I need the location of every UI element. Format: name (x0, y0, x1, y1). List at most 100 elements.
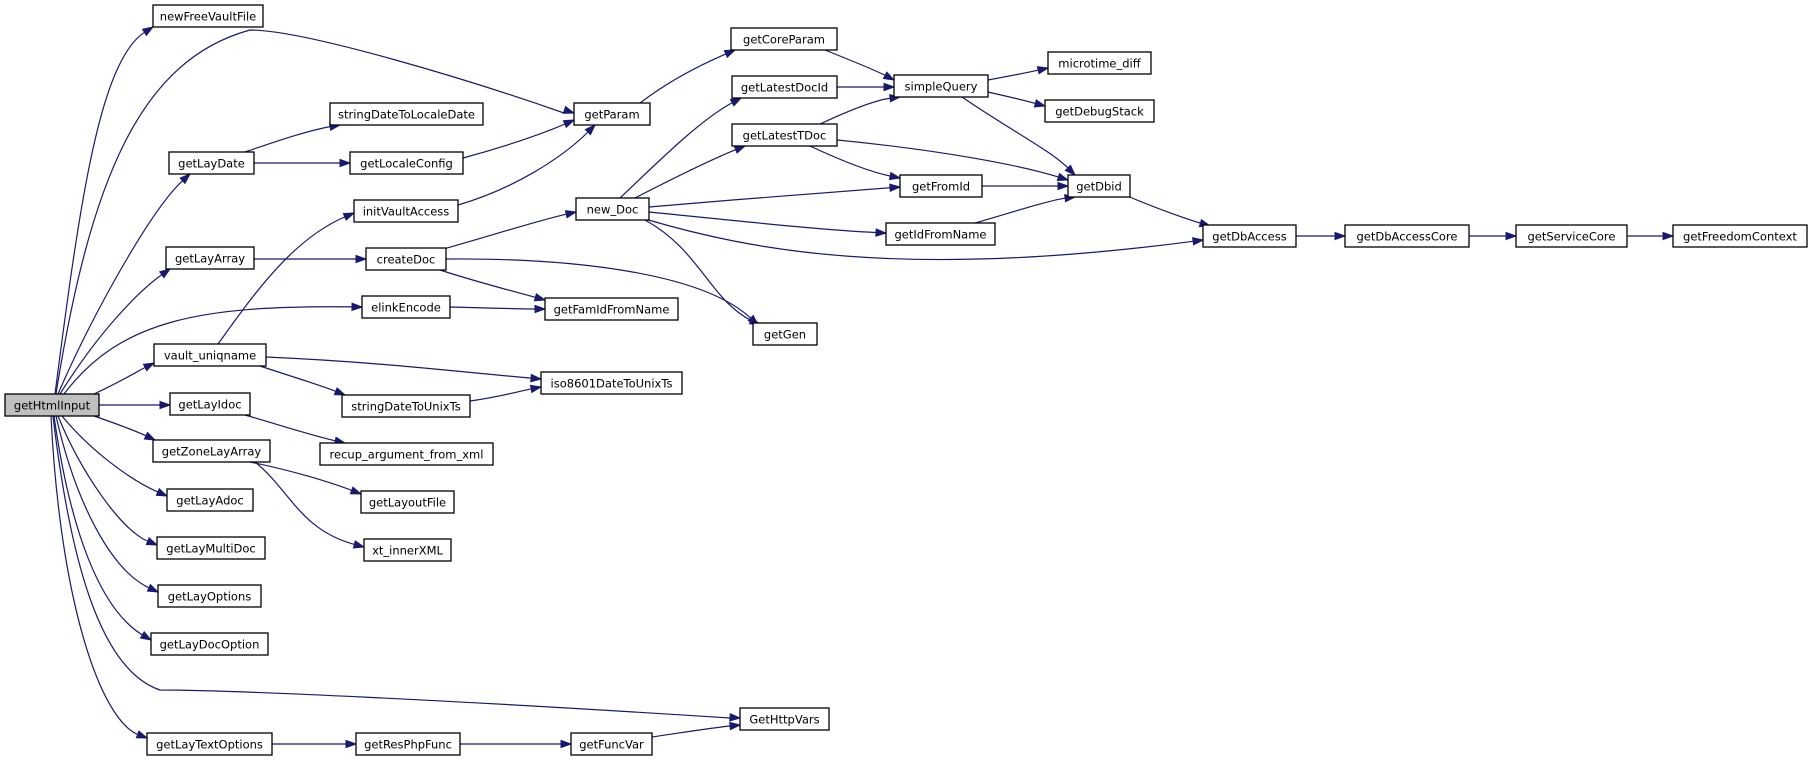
node-getLayIdoc[interactable]: getLayIdoc (169, 392, 251, 416)
node-microtime_diff[interactable]: microtime_diff (1047, 51, 1152, 75)
edge-line (651, 725, 732, 738)
arrowhead (729, 713, 742, 722)
edge-line (644, 219, 753, 322)
node-getDbAccess[interactable]: getDbAccess (1202, 224, 1297, 248)
node-getZoneLayArray[interactable]: getZoneLayArray (152, 439, 271, 463)
node-box (731, 123, 838, 147)
node-getLayDocOption[interactable]: getLayDocOption (150, 632, 269, 656)
node-box (1202, 224, 1297, 248)
arrowhead (142, 362, 156, 372)
node-getDbAccessCore[interactable]: getDbAccessCore (1344, 224, 1470, 248)
arrowhead (883, 82, 896, 92)
arrowhead (1056, 172, 1070, 181)
node-label: getLayDocOption (160, 638, 260, 652)
edge-new_Doc-to-getLatestTDoc (634, 145, 747, 199)
node-getLatestTDoc[interactable]: getLatestTDoc (731, 123, 838, 147)
node-initVaultAccess[interactable]: initVaultAccess (353, 199, 459, 223)
node-getLayArray[interactable]: getLayArray (165, 246, 255, 270)
arrowhead (1662, 231, 1675, 241)
node-box (544, 297, 679, 321)
edge-line (469, 388, 533, 402)
node-label: getLayArray (175, 252, 245, 266)
edge-line (462, 123, 567, 159)
node-stringDateToUnixTs[interactable]: stringDateToUnixTs (341, 394, 471, 418)
node-box (152, 4, 264, 28)
node-getResPhpFunc[interactable]: getResPhpFunc (355, 732, 461, 756)
edge-getFromId-to-getDbid (982, 181, 1070, 191)
arrowhead (560, 739, 573, 749)
node-createDoc[interactable]: createDoc (365, 247, 447, 271)
edge-line (809, 145, 892, 177)
node-getHtmlInput[interactable]: getHtmlInput (4, 393, 100, 417)
edge-line (244, 414, 337, 442)
arrowhead (146, 583, 160, 593)
arrowhead (145, 537, 159, 546)
node-GetHttpVars[interactable]: GetHttpVars (739, 707, 830, 731)
node-box (899, 174, 983, 198)
edge-line (55, 29, 565, 395)
edge-line (974, 197, 1067, 224)
node-getServiceCore[interactable]: getServiceCore (1515, 224, 1628, 248)
edge-getHtmlInput-to-getLayOptions (55, 415, 160, 593)
node-getLayAdoc[interactable]: getLayAdoc (166, 488, 254, 512)
node-getFreedomContext[interactable]: getFreedomContext (1672, 224, 1808, 248)
edge-line (57, 415, 149, 543)
node-getLayMultiDoc[interactable]: getLayMultiDoc (156, 536, 266, 560)
edge-getFuncVar-to-GetHttpVars (651, 721, 742, 738)
node-getFuncVar[interactable]: getFuncVar (570, 732, 653, 756)
edge-getZoneLayArray-to-getLayoutFile (249, 461, 363, 495)
arrowhead (733, 145, 747, 154)
node-getLayoutFile[interactable]: getLayoutFile (360, 490, 455, 514)
node-label: initVaultAccess (363, 205, 450, 219)
arrowhead (1064, 164, 1077, 177)
node-getLayOptions[interactable]: getLayOptions (157, 584, 262, 608)
node-label: getLayAdoc (176, 494, 243, 508)
node-box (363, 538, 452, 562)
edge-getHtmlInput-to-getLayTextOptions (50, 415, 149, 739)
edge-getLayDate-to-getLocaleConfig (254, 158, 352, 168)
node-label: getCoreParam (743, 33, 825, 47)
arrowhead (584, 123, 597, 136)
node-simpleQuery[interactable]: simpleQuery (893, 74, 989, 98)
arrowhead (333, 387, 347, 396)
node-label: getLayOptions (168, 590, 252, 604)
node-getDebugStack[interactable]: getDebugStack (1044, 99, 1155, 123)
node-xt_innerXML[interactable]: xt_innerXML (363, 538, 452, 562)
node-getFromId[interactable]: getFromId (899, 174, 983, 198)
arrowhead (1334, 231, 1347, 241)
node-newFreeVaultFile[interactable]: newFreeVaultFile (152, 4, 264, 28)
node-box (365, 247, 447, 271)
arrowhead (534, 304, 547, 314)
node-getLatestDocId[interactable]: getLatestDocId (731, 75, 838, 99)
edge-line (217, 215, 346, 345)
node-box (349, 151, 464, 175)
node-elinkEncode[interactable]: elinkEncode (361, 295, 451, 319)
node-getLocaleConfig[interactable]: getLocaleConfig (349, 151, 464, 175)
node-label: getLayIdoc (178, 398, 241, 412)
node-box (341, 394, 471, 418)
node-recup_argument_from_xml[interactable]: recup_argument_from_xml (319, 442, 494, 466)
node-getParam[interactable]: getParam (573, 102, 651, 126)
edge-line (93, 366, 147, 395)
edge-getLayArray-to-createDoc (254, 254, 368, 264)
node-getLayTextOptions[interactable]: getLayTextOptions (146, 732, 273, 756)
node-label: getIdFromName (895, 228, 987, 242)
edge-getDbid-to-getDbAccess (1124, 194, 1212, 228)
node-getDbid[interactable]: getDbid (1067, 174, 1131, 198)
node-box (169, 392, 251, 416)
node-vault_uniqname[interactable]: vault_uniqname (153, 343, 267, 367)
node-getIdFromName[interactable]: getIdFromName (885, 222, 996, 246)
node-stringDateToLocaleDate[interactable]: stringDateToLocaleDate (329, 102, 484, 126)
node-label: getDbAccessCore (1356, 230, 1457, 244)
node-box (540, 371, 683, 395)
node-getFamIdFromName[interactable]: getFamIdFromName (544, 297, 679, 321)
node-box (1344, 224, 1470, 248)
node-getLayDate[interactable]: getLayDate (168, 151, 255, 175)
edge-line (634, 148, 737, 199)
node-getCoreParam[interactable]: getCoreParam (730, 27, 838, 51)
edge-getHtmlInput-to-getLayAdoc (61, 415, 169, 497)
node-getGen[interactable]: getGen (752, 322, 818, 346)
node-new_Doc[interactable]: new_Doc (575, 197, 650, 221)
node-iso8601DateToUnixTs[interactable]: iso8601DateToUnixTs (540, 371, 683, 395)
node-box (168, 151, 255, 175)
